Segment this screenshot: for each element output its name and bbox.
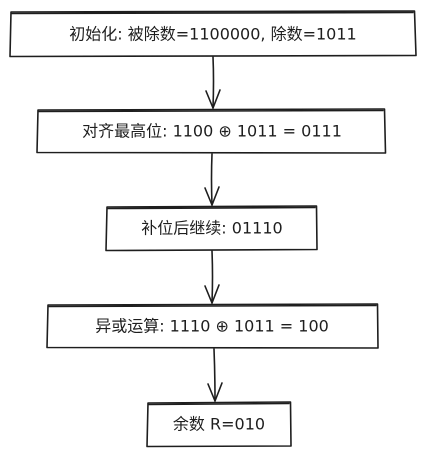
arrow-xor-to-remainder — [207, 348, 223, 402]
step-box-align: 对齐最高位: 1100 ⊕ 1011 = 0111 — [36, 108, 387, 154]
step-box-xor: 异或运算: 1110 ⊕ 1011 = 100 — [46, 303, 379, 349]
arrow-init-to-align — [205, 56, 221, 109]
step-box-remainder: 余数 R=010 — [146, 401, 292, 448]
step-label-remainder: 余数 R=010 — [173, 415, 265, 434]
arrow-pad-to-xor — [204, 250, 220, 304]
step-label-pad: 补位后继续: 01110 — [141, 219, 282, 238]
arrow-align-to-pad — [204, 153, 220, 206]
step-label-init: 初始化: 被除数=1100000, 除数=1011 — [69, 25, 356, 44]
step-label-xor: 异或运算: 1110 ⊕ 1011 = 100 — [95, 317, 329, 336]
step-box-pad: 补位后继续: 01110 — [105, 205, 318, 252]
step-label-align: 对齐最高位: 1100 ⊕ 1011 = 0111 — [82, 122, 342, 141]
step-box-init: 初始化: 被除数=1100000, 除数=1011 — [9, 10, 417, 58]
